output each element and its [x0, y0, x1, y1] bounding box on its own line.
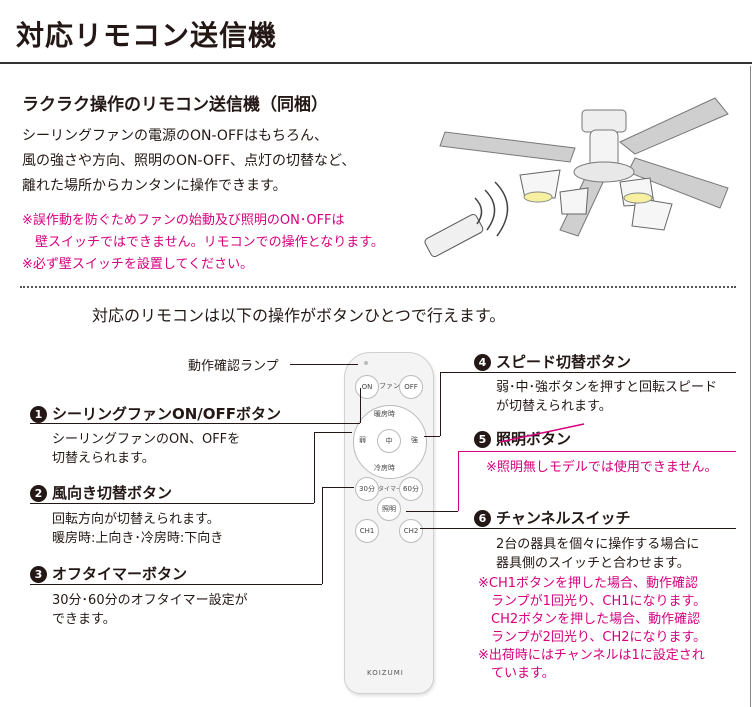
item-body: できます。 [52, 612, 116, 627]
fan-label: ファン [379, 382, 400, 390]
strikethrough-mark [500, 423, 585, 443]
timer-label: タイマー [378, 486, 403, 493]
page-title: 対応リモコン送信機 [16, 19, 278, 52]
title-divider [0, 62, 752, 64]
leader-line [322, 487, 354, 488]
item-note: ランプが2回光り、CH2になります。 [478, 630, 707, 645]
item-note: ています。 [478, 666, 555, 681]
mid-button[interactable]: 中 [377, 429, 401, 453]
cooling-button[interactable]: 冷房時 [374, 464, 395, 472]
ceiling-fan-illustration [439, 97, 729, 237]
warning-note: ※誤作動を防ぐためファンの始動及び照明のON･OFFは [22, 213, 345, 228]
leader-line [360, 388, 361, 423]
item-note: CH2ボタンを押した場合、動作確認 [478, 612, 701, 627]
item-body: 回転方向が切替えられます。 [52, 512, 220, 527]
description-line: 風の強さや方向、照明のON-OFF、点灯の切替など、 [22, 153, 356, 169]
section-divider [20, 286, 736, 288]
item-note: ※CH1ボタンを押した場合、動作確認 [478, 576, 699, 591]
leader-line [420, 528, 736, 529]
item-body: 弱･中･強ボタンを押すと回転スピード [496, 380, 718, 395]
on-button[interactable]: ON [355, 375, 379, 399]
heating-button[interactable]: 暖房時 [374, 410, 395, 418]
item-body: 30分･60分のオフタイマー設定が [52, 593, 248, 608]
leader-line [440, 372, 441, 436]
leader-line [314, 432, 352, 433]
timer-30-button[interactable]: 30分 [355, 477, 379, 501]
off-button[interactable]: OFF [399, 375, 423, 399]
item-note: ランプが1回光り、CH1になります。 [478, 594, 707, 609]
item-number: 5 [474, 431, 491, 448]
page-border [750, 66, 751, 707]
item-body: 器具側のスイッチと合わせます。 [496, 556, 690, 571]
leader-line [290, 364, 358, 365]
ch1-button[interactable]: CH1 [355, 519, 379, 543]
ch2-button[interactable]: CH2 [399, 519, 423, 543]
item-body: 暖房時:上向き･冷房時:下向き [52, 531, 224, 546]
brand-logo: KOIZUMI [367, 669, 404, 677]
remote-control: ON ファン OFF 暖房時 弱 中 強 冷房時 30分 タイマー 60分 照明… [344, 352, 434, 694]
item-note: ※照明無しモデルでは使用できません。 [486, 460, 718, 475]
warning-note: ※必ず壁スイッチを設置してください。 [22, 257, 254, 272]
item-body: 切替えられます。 [52, 451, 155, 466]
functions-intro: 対応のリモコンは以下の操作がボタンひとつで行えます。 [92, 306, 506, 325]
leader-line [30, 423, 360, 424]
item-body: が切替えられます。 [496, 399, 612, 414]
item-note: ※出荷時にはチャンネルは1に設定され [478, 648, 705, 663]
lamp-label: 動作確認ランプ [188, 359, 279, 374]
leader-line [406, 511, 458, 512]
strong-button[interactable]: 強 [411, 436, 418, 444]
leader-line [458, 451, 736, 452]
status-lamp [364, 361, 368, 365]
leader-line [322, 487, 323, 584]
item-body: 2台の器具を個々に操作する場合に [496, 537, 700, 552]
section-subtitle: ラクラク操作のリモコン送信機（同梱） [22, 95, 328, 115]
item-body: シーリングファンのON、OFFを [52, 432, 241, 447]
timer-60-button[interactable]: 60分 [399, 477, 423, 501]
weak-button[interactable]: 弱 [359, 436, 366, 444]
description-line: シーリングファンの電源のON-OFFはもちろん、 [22, 128, 329, 144]
leader-line [424, 436, 440, 437]
description-line: 離れた場所からカンタンに操作できます。 [22, 178, 287, 194]
item-number: 4 [474, 354, 491, 371]
item-number: 2 [30, 485, 47, 502]
light-button[interactable]: 照明 [377, 497, 401, 521]
warning-note: 壁スイッチではできません。リモコンでの操作となります。 [22, 235, 384, 250]
item-number: 6 [474, 510, 491, 527]
leader-line [30, 503, 314, 504]
item-number: 1 [30, 406, 47, 423]
remote-signal-illustration [424, 181, 509, 258]
leader-line [440, 372, 736, 373]
item-number: 3 [30, 566, 47, 583]
leader-line [458, 451, 459, 511]
leader-line [30, 584, 322, 585]
leader-line [314, 432, 315, 503]
